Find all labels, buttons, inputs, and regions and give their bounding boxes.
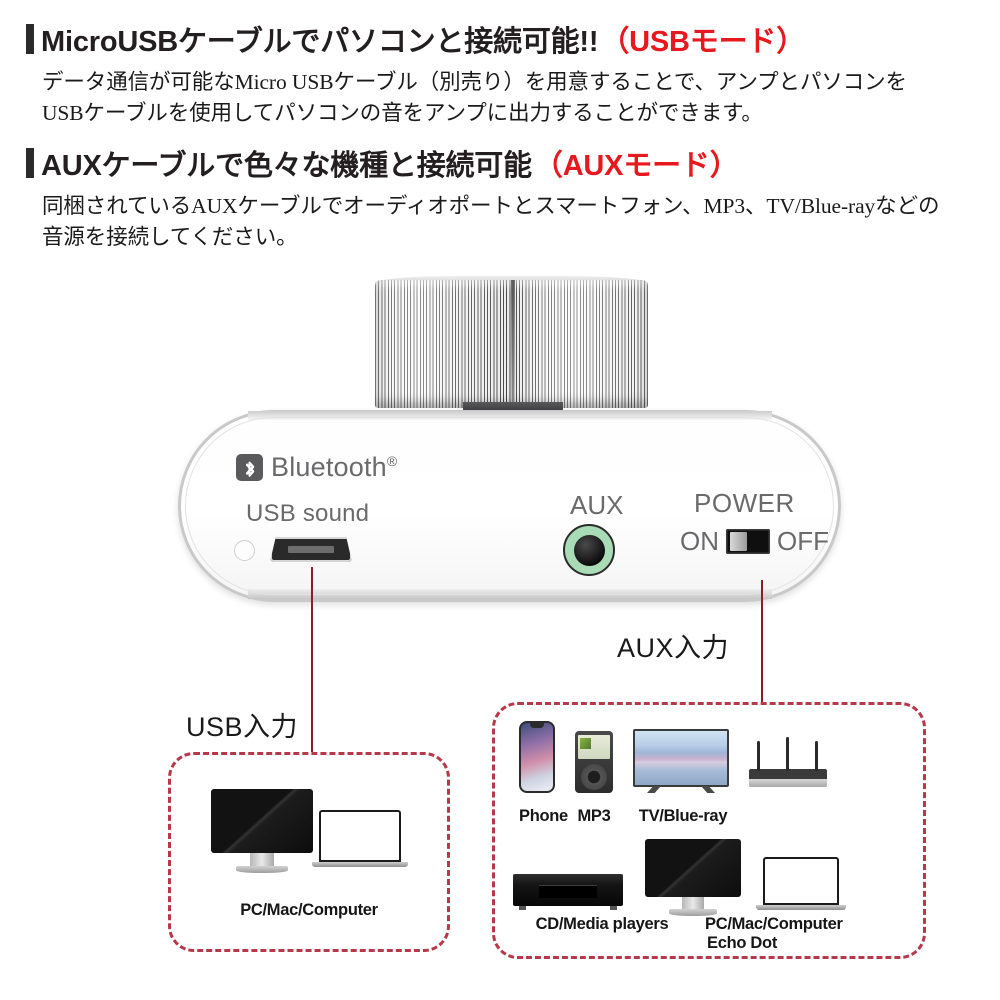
- smartphone-icon: [519, 721, 555, 793]
- bluetooth-wordmark: Bluetooth®: [271, 452, 398, 482]
- registered-mark-icon: ®: [386, 453, 398, 469]
- television-icon: [633, 729, 729, 793]
- pc-mac-echo-caption: PC/Mac/Computer Echo Dot: [705, 915, 843, 954]
- router-icon: [749, 737, 827, 787]
- laptop-icon: [756, 857, 846, 910]
- cd-player-icon-wrap: [513, 874, 623, 910]
- usb-mode-section: MicroUSBケーブルでパソコンと接続可能!! （USBモード） データ通信が…: [0, 18, 1000, 129]
- aux-mode-description: 同梱されているAUXケーブルでオーディオポートとスマートフォン、MP3、TV/B…: [42, 194, 940, 250]
- power-off-label: OFF: [777, 526, 829, 556]
- usb-mode-heading: MicroUSBケーブルでパソコンと接続可能!! （USBモード）: [0, 18, 1000, 60]
- echo-dot-caption: Echo Dot: [707, 934, 778, 953]
- usb-mode-badge: （USBモード）: [600, 26, 805, 58]
- aux-jack-icon[interactable]: [563, 524, 615, 576]
- aux-port-label: AUX: [570, 490, 624, 520]
- usb-sound-label: USB sound: [246, 500, 370, 527]
- aux-captions-row-2: CD/Media players PC/Mac/Computer Echo Do…: [513, 915, 843, 954]
- pc-mac-computer-caption-aux: PC/Mac/Computer: [705, 915, 843, 933]
- usb-mode-description: データ通信が可能なMicro USBケーブル（別売り）を用意することで、アンプと…: [42, 70, 907, 126]
- mp3-caption: MP3: [577, 807, 611, 825]
- aux-input-group-box: Phone MP3 TV/Blue-ray CD/Media players P…: [492, 702, 926, 959]
- laptop-icon: [311, 810, 408, 867]
- heading-bar-icon: [26, 148, 34, 178]
- aux-input-group-label: AUX入力: [617, 633, 730, 663]
- phone-icon-wrap: [519, 721, 555, 793]
- micro-usb-port-icon[interactable]: [270, 537, 352, 562]
- power-label: POWER: [694, 488, 795, 518]
- usb-input-group-label: USB入力: [186, 712, 299, 742]
- usb-heading-text: MicroUSBケーブルでパソコンと接続可能!!: [41, 26, 599, 58]
- bluetooth-icon: [236, 454, 263, 481]
- power-switch-row: ON OFF: [680, 526, 829, 557]
- phone-caption: Phone: [519, 807, 568, 825]
- cd-media-player-icon: [513, 874, 623, 910]
- power-toggle-switch[interactable]: [726, 529, 770, 554]
- aux-heading-text: AUXケーブルで色々な機種と接続可能: [41, 150, 532, 182]
- aux-connector-line: [761, 580, 763, 708]
- usb-connector-line: [311, 567, 313, 755]
- usb-input-group-box: PC/Mac/Computer: [168, 752, 450, 952]
- volume-knob-seam-icon: [511, 280, 515, 408]
- device-inner-rim: [185, 417, 834, 595]
- desktop-monitor-icon: [645, 839, 741, 916]
- cd-media-players-caption: CD/Media players: [535, 915, 669, 933]
- aux-device-icons-row-2: [513, 839, 846, 916]
- tv-caption: TV/Blue-ray: [638, 807, 728, 825]
- device-top-edge: [248, 411, 772, 420]
- device-body: [178, 410, 841, 602]
- pc-mac-computer-caption-usb: PC/Mac/Computer: [240, 901, 378, 919]
- desktop-monitor-icon: [210, 789, 313, 873]
- aux-captions-row-1: Phone MP3 TV/Blue-ray: [519, 807, 733, 826]
- usb-device-icons: [171, 789, 447, 873]
- bluetooth-branding: Bluetooth®: [236, 454, 397, 481]
- aux-mode-section: AUXケーブルで色々な機種と接続可能 （AUXモード） 同梱されているAUXケー…: [0, 142, 1000, 253]
- power-on-label: ON: [680, 526, 719, 556]
- mp3-icon-wrap: [575, 731, 613, 793]
- amplifier-device-photo: Bluetooth® USB sound AUX POWER ON OFF: [178, 272, 843, 627]
- status-led-icon: [234, 540, 255, 561]
- aux-mode-badge: （AUXモード）: [533, 150, 739, 182]
- aux-mode-heading: AUXケーブルで色々な機種と接続可能 （AUXモード）: [0, 142, 1000, 184]
- mp3-player-icon: [575, 731, 613, 793]
- heading-bar-icon: [26, 24, 34, 54]
- aux-device-icons-row-1: [519, 721, 827, 793]
